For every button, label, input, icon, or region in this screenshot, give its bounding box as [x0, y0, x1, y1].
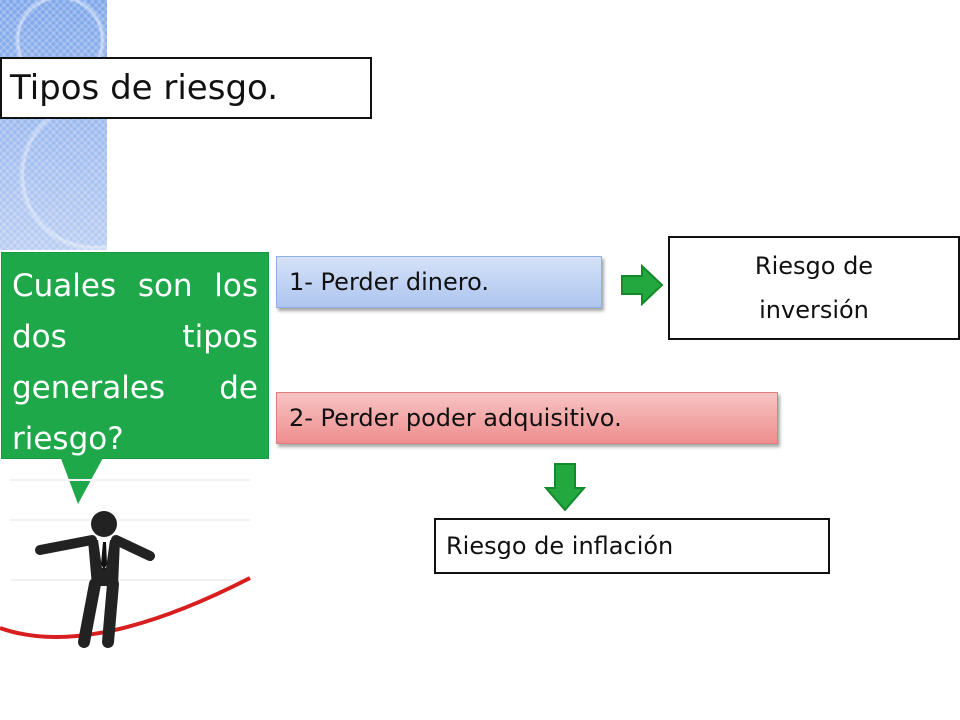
arrow-down-icon — [544, 463, 586, 512]
risk-option-lose-purchasing-power: 2- Perder poder adquisitivo. — [276, 392, 778, 444]
arrow-right-icon — [621, 264, 664, 306]
outcome-investment-text: Riesgo de inversión — [754, 252, 874, 324]
risk-option-1-label: 1- Perder dinero. — [289, 268, 489, 296]
outcome-inflation-text: Riesgo de inflación — [446, 532, 674, 560]
question-callout: Cuales son los dos tipos generales de ri… — [1, 252, 269, 459]
outcome-inflation-risk: Riesgo de inflación — [434, 518, 830, 574]
slide-title-text: Tipos de riesgo. — [10, 68, 279, 108]
risk-option-lose-money: 1- Perder dinero. — [276, 256, 602, 308]
question-text: Cuales son los dos tipos generales de ri… — [12, 268, 258, 457]
outcome-investment-risk: Riesgo de inversión — [668, 236, 960, 340]
risk-option-2-label: 2- Perder poder adquisitivo. — [289, 404, 622, 432]
decorative-background-band — [0, 0, 107, 250]
slide-title: Tipos de riesgo. — [0, 57, 372, 119]
tightrope-businessman-icon — [0, 479, 251, 648]
